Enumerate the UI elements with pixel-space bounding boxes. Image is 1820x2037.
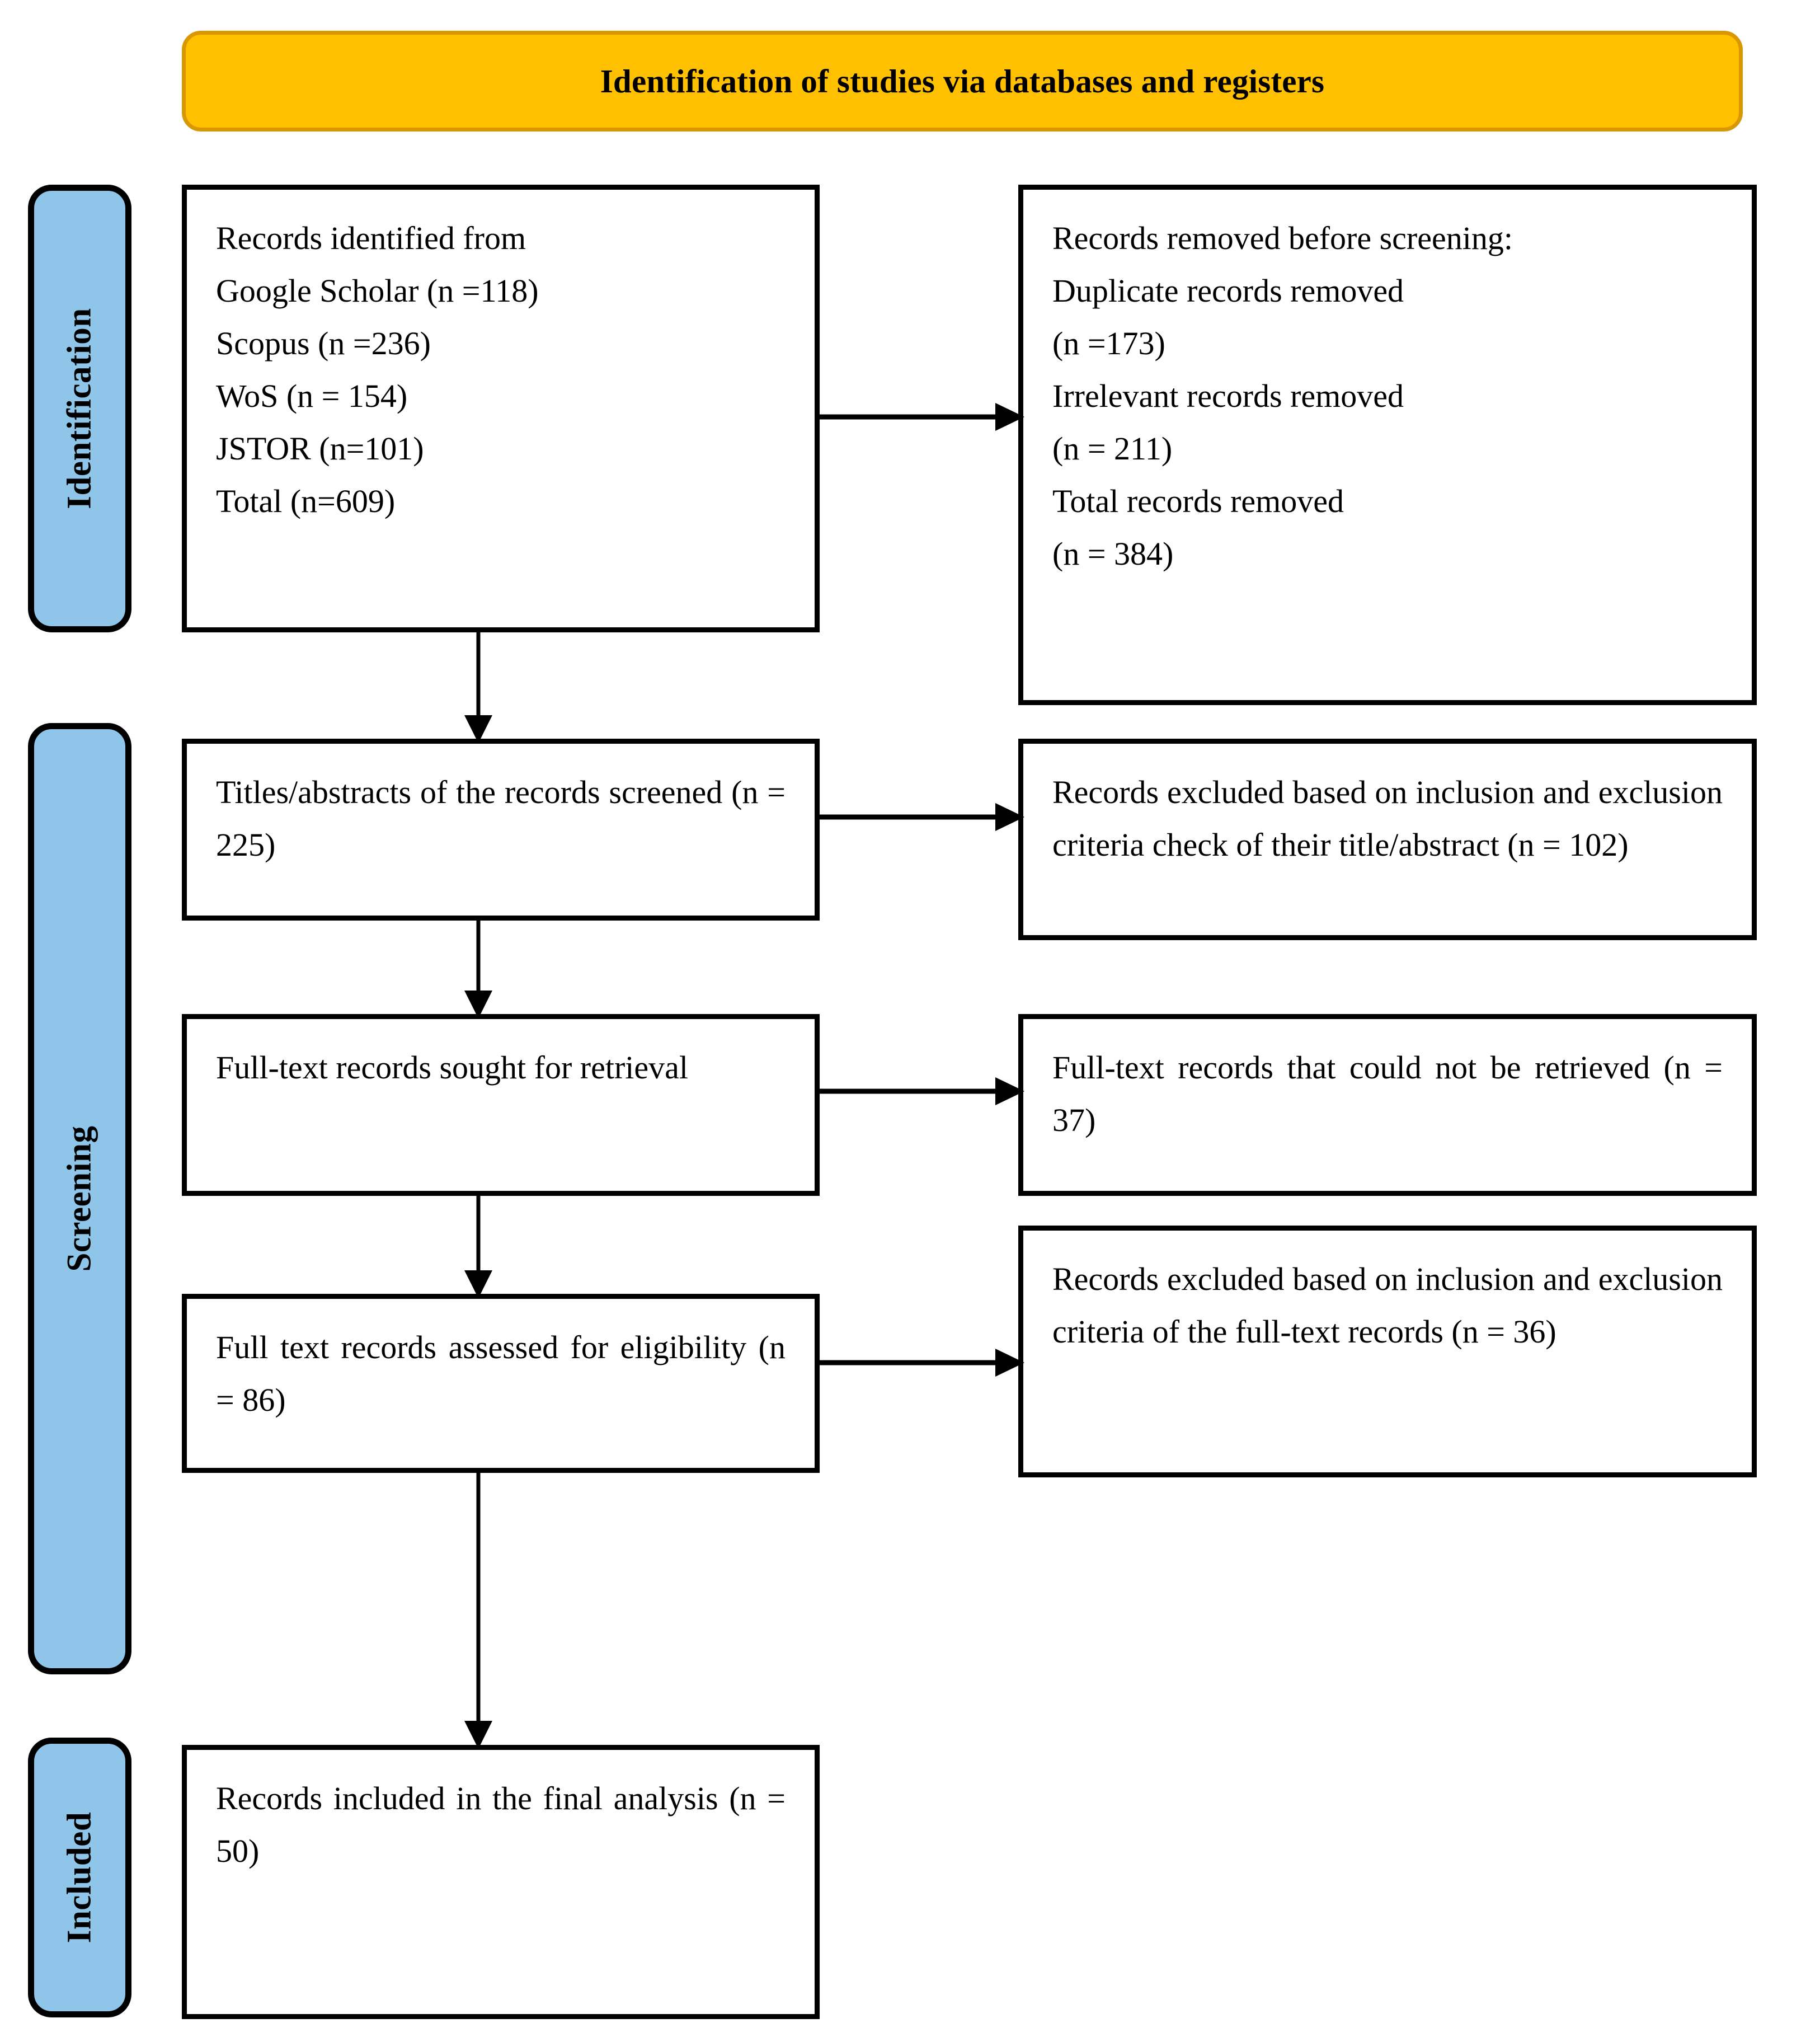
full-text-sought-box: Full-text records sought for retrieval xyxy=(182,1014,820,1196)
arrow-identified-to-screened-icon xyxy=(459,632,498,744)
stage-label-included: Included xyxy=(28,1738,131,2017)
arrow-sought-to-not-retrieved-icon xyxy=(820,1072,1027,1111)
full-text-not-retrieved-box: Full-text records that could not be retr… xyxy=(1018,1014,1757,1196)
arrow-eligibility-to-included-icon xyxy=(459,1473,498,1750)
records-included-box: Records included in the final analysis (… xyxy=(182,1745,820,2019)
full-text-not-retrieved-text: Full-text records that could not be retr… xyxy=(1052,1049,1723,1138)
records-identified-box: Records identified from Google Scholar (… xyxy=(182,185,820,632)
titles-abstracts-screened-text: Titles/abstracts of the records screened… xyxy=(216,774,786,863)
stage-label-identification-text: Identification xyxy=(60,308,98,509)
stage-label-included-text: Included xyxy=(60,1811,98,1944)
diagram-title: Identification of studies via databases … xyxy=(600,62,1325,100)
diagram-header-banner: Identification of studies via databases … xyxy=(182,31,1743,132)
titles-abstracts-screened-box: Titles/abstracts of the records screened… xyxy=(182,739,820,921)
full-text-sought-text: Full-text records sought for retrieval xyxy=(216,1049,688,1086)
records-excluded-full-text-box: Records excluded based on inclusion and … xyxy=(1018,1226,1757,1477)
full-text-eligibility-text: Full text records assessed for eligibili… xyxy=(216,1329,786,1418)
stage-label-screening: Screening xyxy=(28,723,131,1674)
full-text-eligibility-box: Full text records assessed for eligibili… xyxy=(182,1294,820,1473)
arrow-sought-to-eligibility-icon xyxy=(459,1196,498,1299)
records-included-text: Records included in the final analysis (… xyxy=(216,1780,786,1869)
stage-label-screening-text: Screening xyxy=(60,1125,98,1272)
records-removed-box: Records removed before screening: Duplic… xyxy=(1018,185,1757,705)
arrow-screened-to-sought-icon xyxy=(459,921,498,1020)
arrow-identified-to-removed-icon xyxy=(820,397,1027,436)
stage-label-identification: Identification xyxy=(28,185,131,632)
arrow-eligibility-to-excluded-full-icon xyxy=(820,1343,1027,1382)
arrow-screened-to-excluded-title-icon xyxy=(820,797,1027,837)
records-excluded-title-box: Records excluded based on inclusion and … xyxy=(1018,739,1757,940)
records-excluded-title-text: Records excluded based on inclusion and … xyxy=(1052,774,1723,863)
records-removed-text: Records removed before screening: Duplic… xyxy=(1052,220,1513,572)
records-identified-text: Records identified from Google Scholar (… xyxy=(216,220,539,519)
records-excluded-full-text-text: Records excluded based on inclusion and … xyxy=(1052,1261,1723,1350)
